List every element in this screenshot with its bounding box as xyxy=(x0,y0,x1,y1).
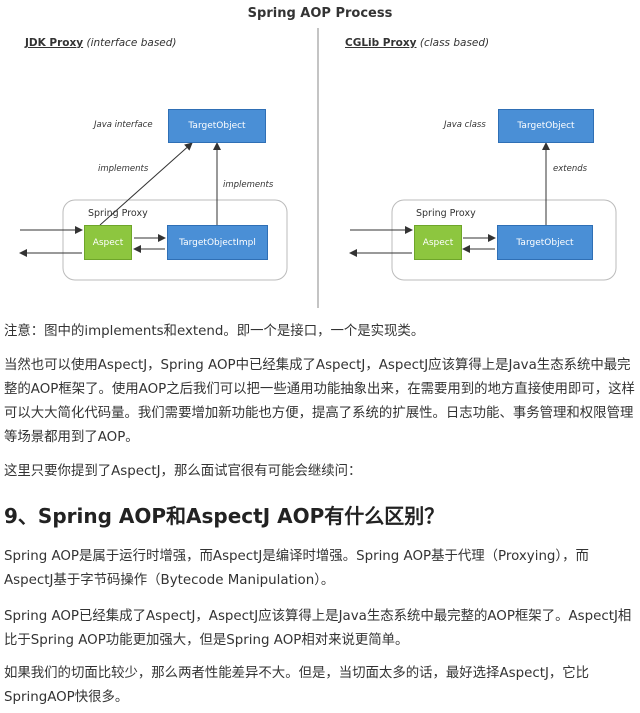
left-spring-proxy-label: Spring Proxy xyxy=(88,208,148,219)
left-proxy-container xyxy=(62,199,288,281)
left-aspect-box: Aspect xyxy=(84,225,132,260)
implements-label-right: implements xyxy=(223,180,274,190)
performance-paragraph: 如果我们的切面比较少，那么两者性能差异不大。但是，当切面太多的话，最好选择Asp… xyxy=(4,666,590,705)
aop-diagram: Spring AOP Process JDK Proxy (interface … xyxy=(0,0,640,312)
diagram-lines xyxy=(19,28,617,308)
extends-label: extends xyxy=(553,164,588,174)
java-class-label: Java class xyxy=(444,120,486,130)
jdk-proxy-label: JDK Proxy xyxy=(25,37,84,49)
java-interface-label: Java interface xyxy=(94,120,153,130)
right-target-object-box: TargetObject xyxy=(498,109,594,143)
cglib-proxy-note: (class based) xyxy=(419,37,490,49)
left-target-object-box: TargetObject xyxy=(168,109,266,143)
target-object-impl-box: TargetObjectImpl xyxy=(167,225,268,260)
implements-label-left: implements xyxy=(98,164,149,174)
interview-paragraph: 这里只要你提到了AspectJ，那么面试官很有可能会继续问： xyxy=(4,464,362,479)
integration-paragraph: Spring AOP已经集成了AspectJ，AspectJ应该算得上是Java… xyxy=(4,609,632,648)
right-aspect-box: Aspect xyxy=(414,225,462,260)
jdk-proxy-header: JDK Proxy (interface based) xyxy=(25,37,177,49)
diagram-title: Spring AOP Process xyxy=(247,6,393,21)
runtime-vs-compile-paragraph: Spring AOP是属于运行时增强，而AspectJ是编译时增强。Spring… xyxy=(4,549,589,588)
aspectj-paragraph: 当然也可以使用AspectJ，Spring AOP中已经集成了AspectJ，A… xyxy=(4,358,635,445)
right-target-object-box-2: TargetObject xyxy=(497,225,593,260)
cglib-proxy-label: CGLib Proxy xyxy=(345,37,417,49)
implements-arrow-left xyxy=(99,142,193,226)
jdk-proxy-note: (interface based) xyxy=(86,37,177,49)
right-proxy-container xyxy=(391,199,617,281)
section-heading: 9、Spring AOP和AspectJ AOP有什么区别？ xyxy=(4,504,445,528)
cglib-proxy-header: CGLib Proxy (class based) xyxy=(345,37,489,49)
right-spring-proxy-label: Spring Proxy xyxy=(416,208,476,219)
note-paragraph: 注意：图中的implements和extend。即一个是接口，一个是实现类。 xyxy=(4,324,425,339)
